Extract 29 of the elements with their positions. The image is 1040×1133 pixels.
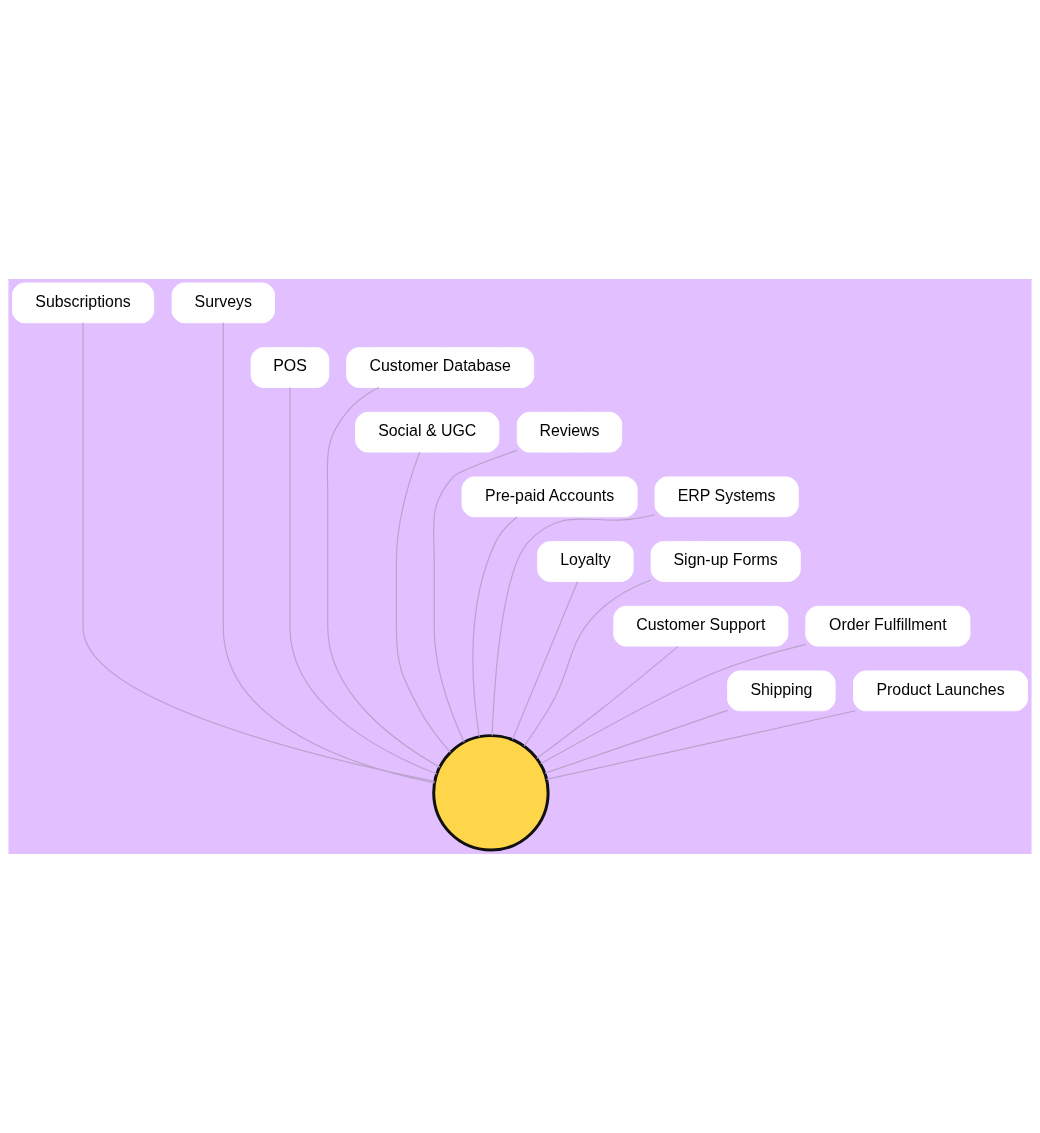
node-box: Customer Database bbox=[346, 347, 535, 388]
connector bbox=[511, 581, 579, 740]
connector bbox=[545, 710, 857, 781]
node-box: Product Launches bbox=[853, 670, 1029, 712]
node-box: Loyalty bbox=[537, 541, 634, 582]
connector bbox=[472, 516, 518, 738]
node-circle bbox=[432, 734, 550, 852]
node-box: POS bbox=[250, 347, 330, 388]
node-box: ERP Systems bbox=[654, 476, 799, 518]
connector bbox=[395, 451, 452, 753]
node-box: Customer Support bbox=[613, 605, 789, 647]
node-box: Order Fulfillment bbox=[805, 605, 971, 647]
connector bbox=[82, 322, 436, 782]
connector bbox=[523, 579, 652, 747]
node-box: Social & UGC bbox=[355, 411, 500, 453]
node-box: Shipping bbox=[727, 670, 836, 712]
connector bbox=[544, 709, 729, 774]
connector bbox=[536, 645, 679, 759]
node-box: Reviews bbox=[516, 411, 623, 453]
connector bbox=[491, 514, 656, 737]
connector bbox=[289, 386, 438, 775]
connector bbox=[326, 386, 441, 768]
node-box: Sign-up Forms bbox=[650, 541, 801, 582]
node-box: Pre-paid Accounts bbox=[461, 476, 638, 518]
connector bbox=[222, 322, 436, 784]
connector bbox=[540, 643, 807, 765]
node-box: Subscriptions bbox=[11, 282, 155, 324]
node-box: Surveys bbox=[171, 282, 276, 324]
connector bbox=[432, 449, 518, 743]
